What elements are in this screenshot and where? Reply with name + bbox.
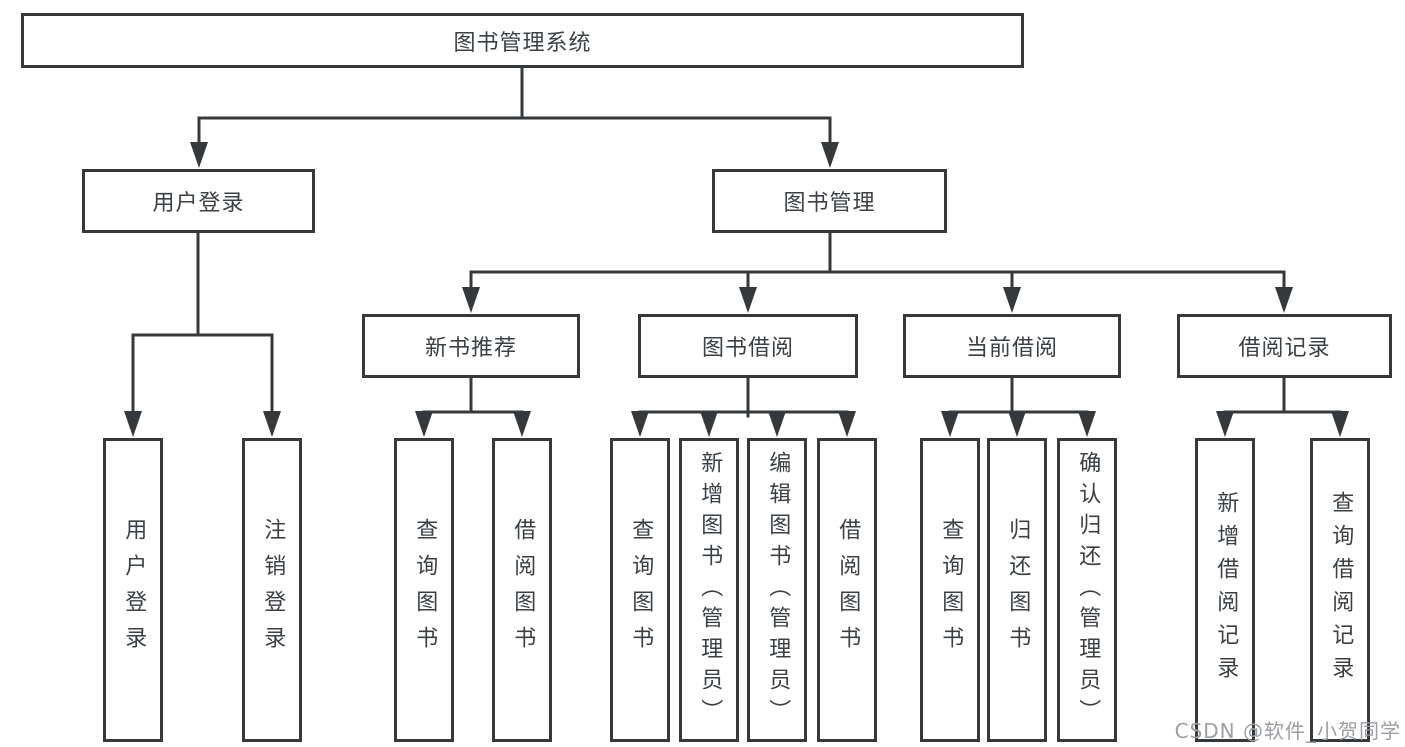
node-library-management-system: 图书管理系统 <box>21 13 1024 68</box>
node-label: 当前借阅 <box>965 336 1058 361</box>
csdn-watermark: CSDN @软件_小贺同学 <box>1174 719 1401 743</box>
leaf-query-borrow-record: 查询借阅记录 <box>1310 438 1370 742</box>
node-label: 图书借阅 <box>701 336 794 361</box>
leaf-label: 查询图书 <box>628 518 654 662</box>
leaf-user-login: 用户登录 <box>103 438 163 742</box>
node-book-borrowing: 图书借阅 <box>638 314 858 378</box>
leaf-query-books-recommend: 查询图书 <box>394 438 454 742</box>
leaf-query-books-borrow: 查询图书 <box>610 438 670 742</box>
node-new-book-recommendation: 新书推荐 <box>362 314 580 378</box>
leaf-label: 确认归还（管理员） <box>1075 450 1101 730</box>
leaf-edit-book-admin: 编辑图书（管理员） <box>747 438 807 742</box>
leaf-borrow-books: 借阅图书 <box>817 438 877 742</box>
node-label: 新书推荐 <box>424 336 517 361</box>
leaf-add-borrow-record: 新增借阅记录 <box>1195 438 1255 742</box>
leaf-label: 编辑图书（管理员） <box>765 450 791 730</box>
leaf-query-books-current: 查询图书 <box>920 438 980 742</box>
node-book-management-module: 图书管理 <box>712 169 947 233</box>
node-borrowing-records: 借阅记录 <box>1177 314 1392 378</box>
leaf-borrow-books-recommend: 借阅图书 <box>492 438 552 742</box>
leaf-label: 新增借阅记录 <box>1213 491 1239 689</box>
leaf-label: 借阅图书 <box>835 518 861 662</box>
node-user-login-module: 用户登录 <box>82 169 315 233</box>
node-label: 用户登录 <box>152 191 245 216</box>
node-label: 图书管理系统 <box>453 30 592 56</box>
leaf-return-book: 归还图书 <box>987 438 1047 742</box>
leaf-label: 查询图书 <box>938 518 964 662</box>
leaf-label: 查询图书 <box>412 518 438 662</box>
leaf-label: 借阅图书 <box>510 518 536 662</box>
leaf-add-book-admin: 新增图书（管理员） <box>679 438 739 742</box>
leaf-confirm-return-admin: 确认归还（管理员） <box>1057 438 1117 742</box>
node-label: 借阅记录 <box>1238 336 1331 361</box>
leaf-label: 新增图书（管理员） <box>697 450 723 730</box>
leaf-label: 查询借阅记录 <box>1328 491 1354 689</box>
node-label: 图书管理 <box>783 191 876 216</box>
leaf-logout: 注销登录 <box>242 438 302 742</box>
leaf-label: 用户登录 <box>121 518 147 662</box>
leaf-label: 注销登录 <box>260 518 286 662</box>
leaf-label: 归还图书 <box>1005 518 1031 662</box>
node-current-borrowing: 当前借阅 <box>903 314 1121 378</box>
